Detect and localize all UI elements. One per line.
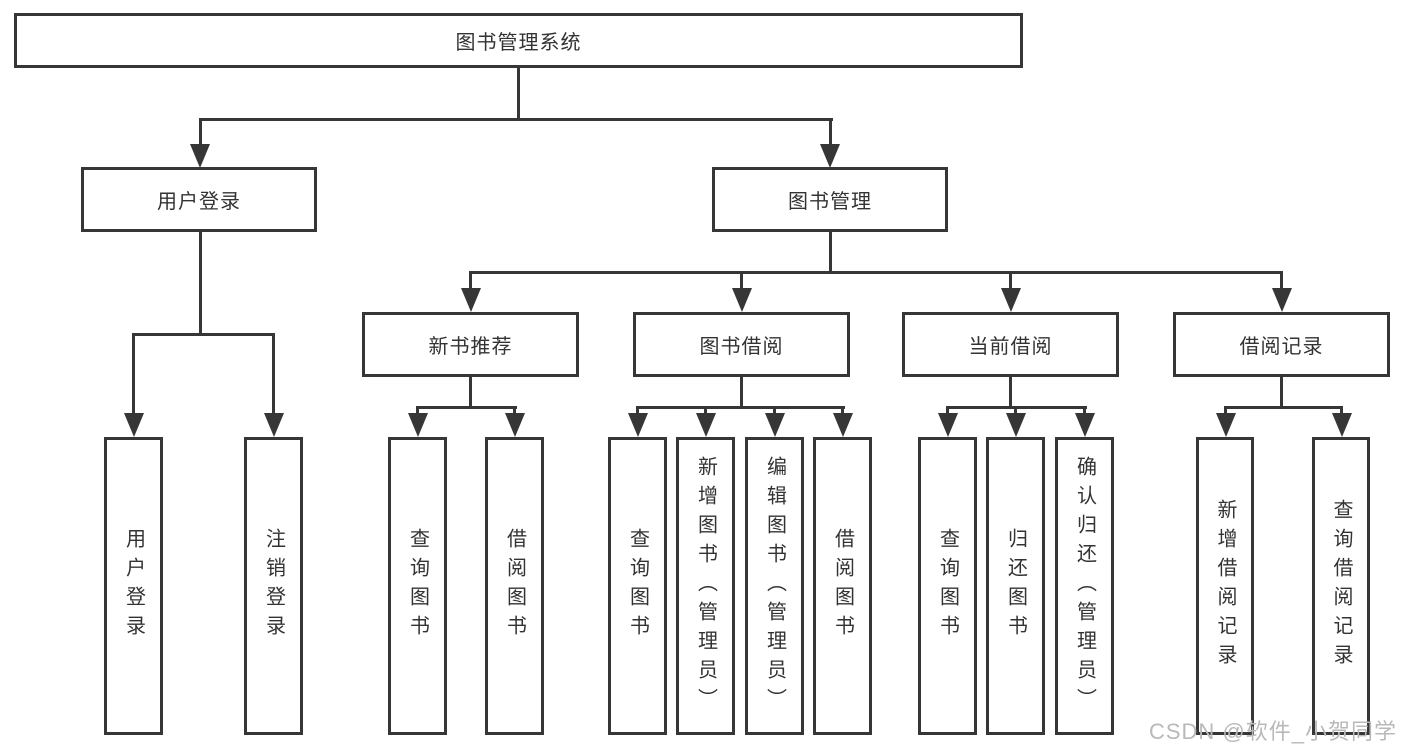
- edge-to-bb-add: [704, 406, 707, 416]
- edge-to-borrow-record: [1280, 271, 1283, 291]
- node-user-login-leaf: 用户登录: [104, 437, 163, 735]
- arrowhead-user-login-leaf: [124, 413, 144, 437]
- node-logout-leaf-label: 注销登录: [262, 528, 285, 644]
- edge-to-cb-return: [1014, 406, 1017, 416]
- node-bb-edit: 编辑图书（管理员）: [745, 437, 804, 735]
- node-br-add: 新增借阅记录: [1196, 437, 1254, 735]
- node-user-login-leaf-label: 用户登录: [122, 528, 145, 644]
- node-root: 图书管理系统: [14, 13, 1023, 68]
- node-new-book-rec: 新书推荐: [362, 312, 579, 377]
- arrowhead-book-mgmt: [820, 144, 840, 168]
- node-book-mgmt: 图书管理: [712, 167, 948, 232]
- node-borrow-record-label: 借阅记录: [1239, 336, 1324, 358]
- edge-book-mgmt-stub: [829, 232, 832, 273]
- arrowhead-current-borrow: [1001, 288, 1021, 312]
- edge-to-book-borrow: [740, 271, 743, 291]
- edge-to-logout-leaf: [272, 333, 275, 415]
- edge-to-nbr-query: [416, 406, 419, 416]
- node-root-label: 图书管理系统: [455, 32, 582, 54]
- node-cb-return: 归还图书: [986, 437, 1045, 735]
- node-bb-add: 新增图书（管理员）: [676, 437, 735, 735]
- edge-root-to-user-login: [199, 118, 202, 148]
- arrowhead-book-borrow: [732, 288, 752, 312]
- arrowhead-user-login: [190, 144, 210, 168]
- node-bb-query-label: 查询图书: [626, 528, 649, 644]
- node-book-mgmt-label: 图书管理: [788, 191, 872, 213]
- arrowhead-new-book-rec: [461, 288, 481, 312]
- node-cb-query: 查询图书: [918, 437, 977, 735]
- edge-current-borrow-stub: [1009, 377, 1012, 408]
- edge-user-login-branch: [132, 333, 275, 336]
- arrowhead-br-add: [1216, 413, 1236, 437]
- edge-root-to-book-mgmt: [829, 118, 832, 148]
- node-logout-leaf: 注销登录: [244, 437, 303, 735]
- node-cb-confirm-label: 确认归还（管理员）: [1073, 455, 1096, 717]
- node-book-borrow-label: 图书借阅: [699, 336, 784, 358]
- edge-book-borrow-stub: [740, 377, 743, 408]
- edge-to-current-borrow: [1009, 271, 1012, 291]
- node-br-query: 查询借阅记录: [1312, 437, 1370, 735]
- node-br-add-label: 新增借阅记录: [1214, 499, 1236, 673]
- node-nbr-query: 查询图书: [388, 437, 447, 735]
- node-nbr-query-label: 查询图书: [406, 528, 429, 644]
- edge-to-br-query: [1340, 406, 1343, 416]
- arrowhead-borrow-record: [1272, 288, 1292, 312]
- node-bb-edit-label: 编辑图书（管理员）: [763, 455, 786, 717]
- arrowhead-cb-confirm: [1075, 413, 1095, 437]
- node-borrow-record: 借阅记录: [1173, 312, 1390, 377]
- node-book-borrow: 图书借阅: [633, 312, 850, 377]
- edge-new-book-rec-branch: [416, 406, 517, 409]
- node-bb-borrow-label: 借阅图书: [831, 528, 854, 644]
- node-cb-confirm: 确认归还（管理员）: [1055, 437, 1114, 735]
- arrowhead-bb-add: [696, 413, 716, 437]
- edge-to-bb-edit: [773, 406, 776, 416]
- edge-new-book-rec-stub: [469, 377, 472, 408]
- edge-root-branch: [199, 118, 833, 121]
- edge-book-mgmt-branch: [469, 271, 1283, 274]
- edge-to-nbr-borrow: [513, 406, 516, 416]
- edge-to-bb-borrow: [841, 406, 844, 416]
- edge-borrow-record-branch: [1224, 406, 1343, 409]
- node-user-login: 用户登录: [81, 167, 317, 232]
- node-nbr-borrow: 借阅图书: [485, 437, 544, 735]
- edge-to-user-login-leaf: [132, 333, 135, 415]
- arrowhead-logout-leaf: [264, 413, 284, 437]
- arrowhead-bb-borrow: [833, 413, 853, 437]
- node-bb-add-label: 新增图书（管理员）: [694, 455, 717, 717]
- edge-to-br-add: [1224, 406, 1227, 416]
- arrowhead-bb-edit: [765, 413, 785, 437]
- arrowhead-br-query: [1332, 413, 1352, 437]
- edge-root-stub: [517, 68, 520, 120]
- edge-to-cb-query: [946, 406, 949, 416]
- arrowhead-bb-query: [628, 413, 648, 437]
- edge-user-login-stub: [199, 232, 202, 335]
- arrowhead-cb-query: [938, 413, 958, 437]
- edge-borrow-record-stub: [1280, 377, 1283, 408]
- edge-to-bb-query: [636, 406, 639, 416]
- node-current-borrow: 当前借阅: [902, 312, 1119, 377]
- csdn-watermark: CSDN @软件_小贺同学: [1148, 719, 1397, 744]
- node-cb-return-label: 归还图书: [1004, 528, 1027, 644]
- node-nbr-borrow-label: 借阅图书: [503, 528, 526, 644]
- node-cb-query-label: 查询图书: [936, 528, 959, 644]
- node-bb-borrow: 借阅图书: [813, 437, 872, 735]
- arrowhead-cb-return: [1006, 413, 1026, 437]
- edge-book-borrow-branch: [636, 406, 845, 409]
- node-bb-query: 查询图书: [608, 437, 667, 735]
- node-user-login-label: 用户登录: [157, 191, 241, 213]
- arrowhead-nbr-borrow: [505, 413, 525, 437]
- node-br-query-label: 查询借阅记录: [1330, 499, 1352, 673]
- edge-to-new-book-rec: [469, 271, 472, 291]
- arrowhead-nbr-query: [408, 413, 428, 437]
- node-new-book-rec-label: 新书推荐: [428, 336, 513, 358]
- node-current-borrow-label: 当前借阅: [968, 336, 1053, 358]
- edge-to-cb-confirm: [1083, 406, 1086, 416]
